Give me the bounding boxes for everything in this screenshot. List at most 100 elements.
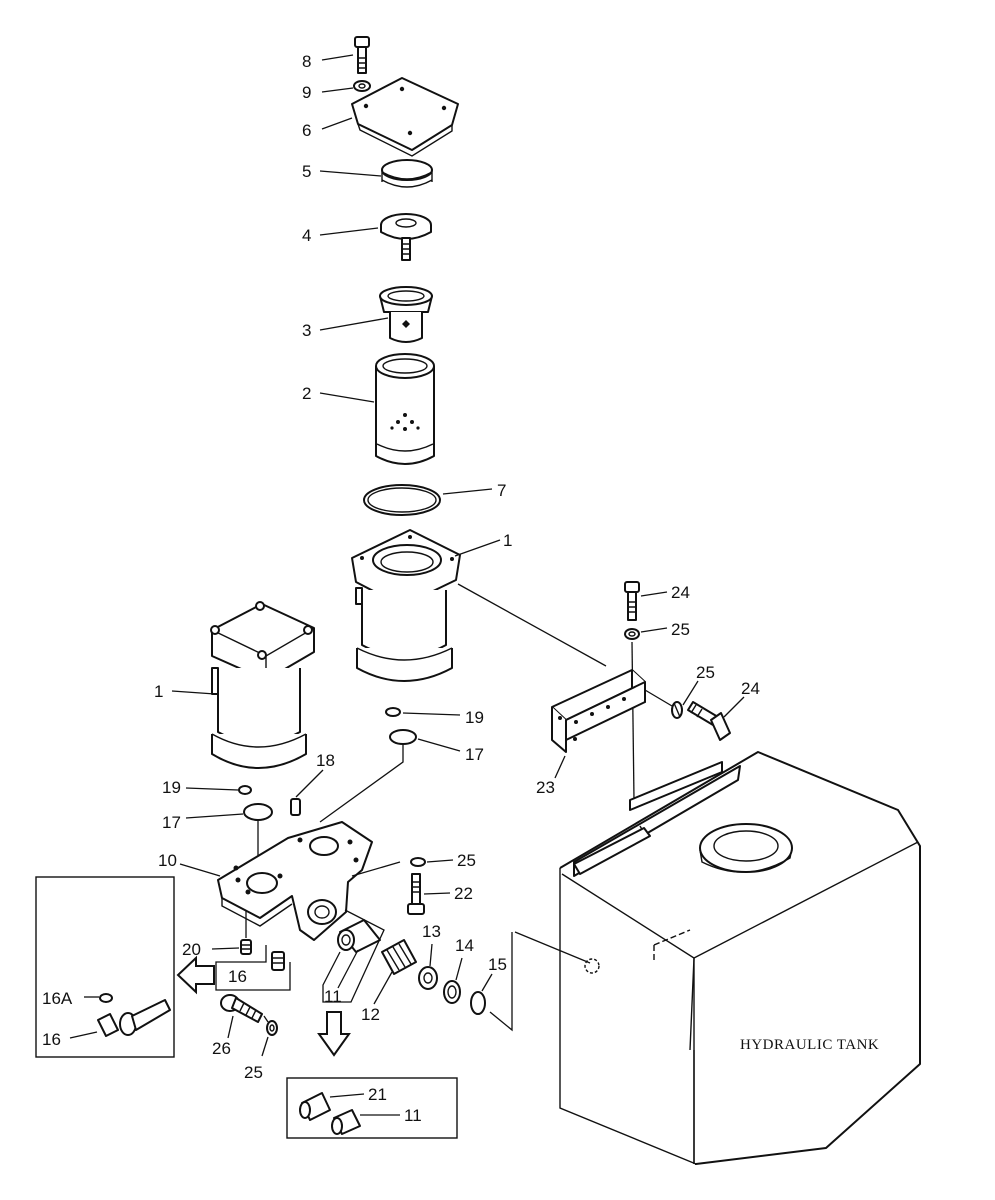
leader-26 [227,1015,234,1039]
callout-16: 16 [42,1030,61,1049]
inset-box-21 [286,1077,458,1139]
leader-18 [295,769,324,798]
part-25-washer-top [624,628,640,640]
arrow-down-to-inset [317,1011,351,1057]
callout-25-mid: 25 [457,851,476,870]
callout-13: 13 [422,922,441,941]
leader-12 [373,971,393,1005]
leader-13 [429,943,433,967]
axis-line-25-right [644,689,673,707]
part-2-filter-element [375,353,435,465]
callout-7: 7 [497,481,506,500]
part-21-adapter [299,1092,331,1121]
leader-23 [554,755,566,779]
leader-15 [481,973,493,992]
part-13-nut [418,966,438,990]
part-23-bracket [551,669,646,753]
part-25-washer-mid [410,857,426,867]
callout-14: 14 [455,936,474,955]
part-14-washer [443,980,461,1004]
callout-9: 9 [302,83,311,102]
leader-19-right [402,712,461,716]
leader-case-to-bracket [457,583,607,667]
callout-25-bottom: 25 [244,1063,263,1082]
callout-4: 4 [302,226,311,245]
part-11-fitting-inset [331,1109,361,1135]
leader-10 [179,863,221,877]
callout-20: 20 [182,940,201,959]
callout-18: 18 [316,751,335,770]
leader-1-left [171,690,216,695]
callout-22: 22 [454,884,473,903]
part-25-washer-right [671,701,683,719]
leader-11 [337,949,359,989]
callout-16a: 16A [42,989,73,1008]
leader-25-mid [426,859,454,863]
callout-23: 23 [536,778,555,797]
part-12-nipple [381,939,417,975]
part-1-filter-case-right [351,529,461,682]
leader-19-left [185,787,239,791]
callout-26: 26 [212,1039,231,1058]
tank-label: HYDRAULIC TANK [740,1037,879,1053]
callout-16-box: 16 [228,967,247,986]
leader-17-right [417,738,461,752]
callout-24-top: 24 [671,583,690,602]
leader-16 [69,1031,98,1039]
arrow-left-to-inset [176,955,215,995]
part-19-o-ring-left [238,785,252,795]
part-8-bolt [354,36,370,74]
axis-line-17-right [319,745,404,823]
callout-21: 21 [368,1085,387,1104]
leader-24-right [723,696,745,718]
leader-8 [321,54,354,61]
callout-19-right: 19 [465,708,484,727]
part-22-bolt [407,873,425,915]
box-11 [322,909,385,1003]
callout-5: 5 [302,162,311,181]
leader-4 [319,227,379,236]
part-26-bolt [220,994,263,1023]
part-19-o-ring-right [385,707,401,717]
callout-3: 3 [302,321,311,340]
leader-6 [321,117,353,130]
part-9-washer [353,80,371,92]
callout-11-inset: 11 [404,1106,422,1125]
leader-24-top [640,591,668,597]
part-4-valve [380,213,432,261]
leader-1-right [454,539,501,557]
callout-17-right: 17 [465,745,484,764]
leader-25-top [640,627,668,633]
part-17-o-ring-right [389,729,417,745]
part-20-plug [240,939,252,955]
leader-9 [321,87,354,93]
part-15-o-ring [470,991,486,1015]
callout-25-right: 25 [696,663,715,682]
leader-14 [455,957,463,981]
part-24-bolt-right [687,701,731,741]
callout-17-left: 17 [162,813,181,832]
callout-24-right: 24 [741,679,760,698]
leader-20 [211,947,240,950]
axis-line-15 [489,932,513,1032]
leader-25-bottom [261,1036,269,1057]
callout-12: 12 [361,1005,380,1024]
part-1-filter-assembly-left [210,601,315,769]
part-24-bolt-top [624,581,640,621]
callout-19-left: 19 [162,778,181,797]
part-16a-o-ring [99,993,113,1003]
leader-17-left [185,813,244,819]
axis-line-24 [631,641,635,801]
part-17-o-ring-left [243,803,273,821]
leader-2 [319,392,375,403]
leader-5 [319,170,382,177]
callout-2: 2 [302,384,311,403]
callout-8: 8 [302,52,311,71]
callout-11: 11 [324,987,342,1006]
leader-25-right [682,680,699,706]
leader-7 [442,488,493,495]
part-10-filter-head [217,821,373,941]
hydraulic-tank [559,751,921,1165]
part-3-strainer [379,286,433,343]
